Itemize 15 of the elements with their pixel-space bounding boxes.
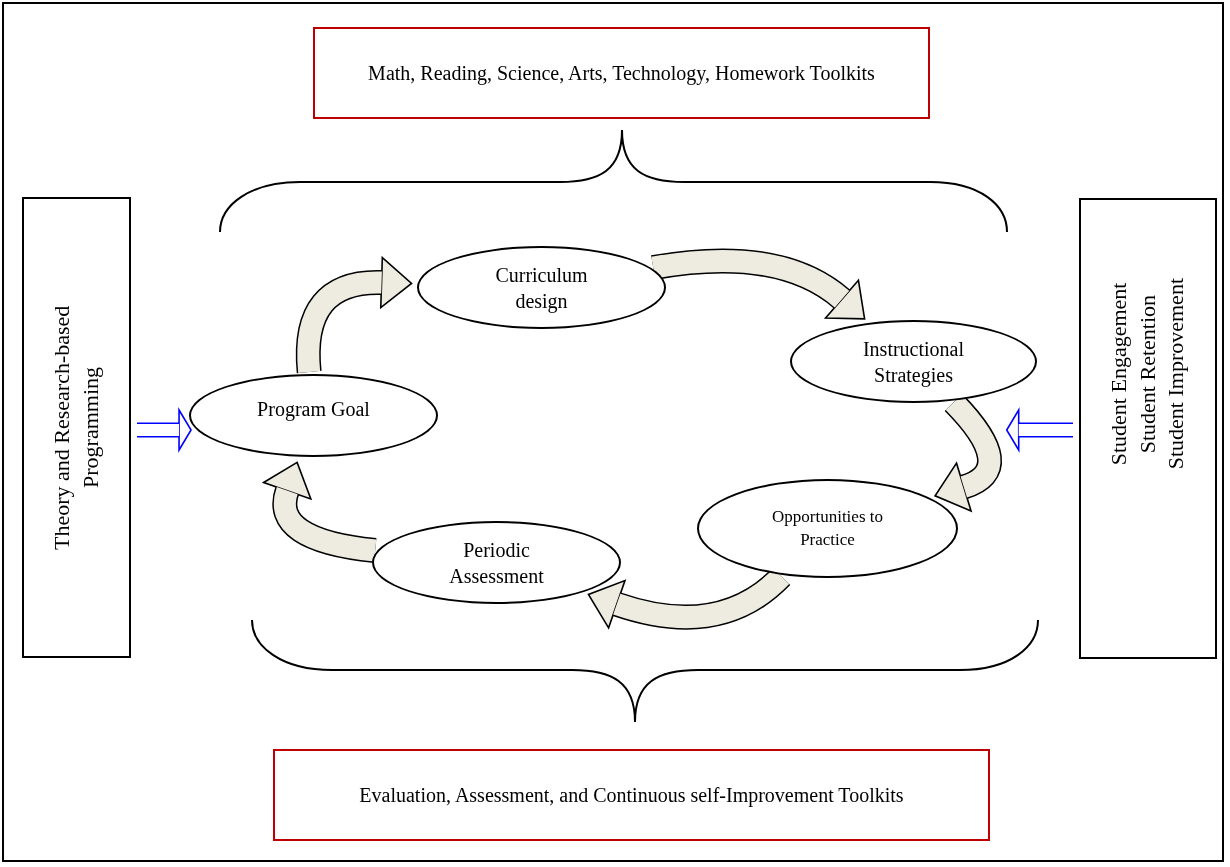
node-text: Math, Reading, Science, Arts, Technology, Homework Toolkits — [368, 61, 875, 86]
node-text: Evaluation, Assessment, and Continuous self-Improvement Toolkits — [359, 783, 904, 808]
node-text: Student Improvement — [1162, 277, 1190, 470]
toolkit-box — [313, 27, 930, 119]
node-text: Periodic Assessment — [448, 537, 545, 589]
node-text: Theory and Research-based Programming — [47, 304, 104, 552]
node-text: Student Retention — [1133, 294, 1161, 453]
node-text: Curriculum design — [494, 262, 589, 314]
node-text: Opportunities to Practice — [771, 506, 884, 551]
toolkit-box — [273, 749, 990, 841]
node-text: Student Engagement — [1105, 282, 1133, 465]
side-box — [1079, 198, 1217, 659]
node-text: Program Goal — [257, 396, 370, 422]
side-box — [22, 197, 131, 658]
node-text: Instructional Strategies — [861, 336, 966, 388]
